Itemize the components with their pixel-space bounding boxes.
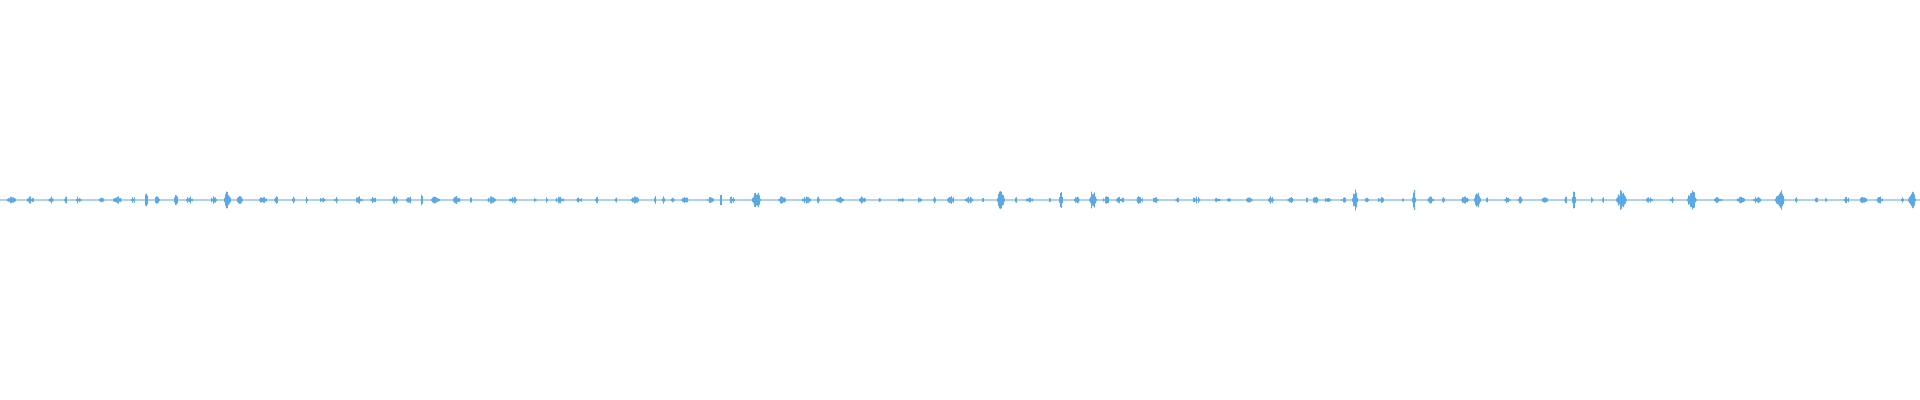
waveform-peaks [6, 189, 1916, 211]
